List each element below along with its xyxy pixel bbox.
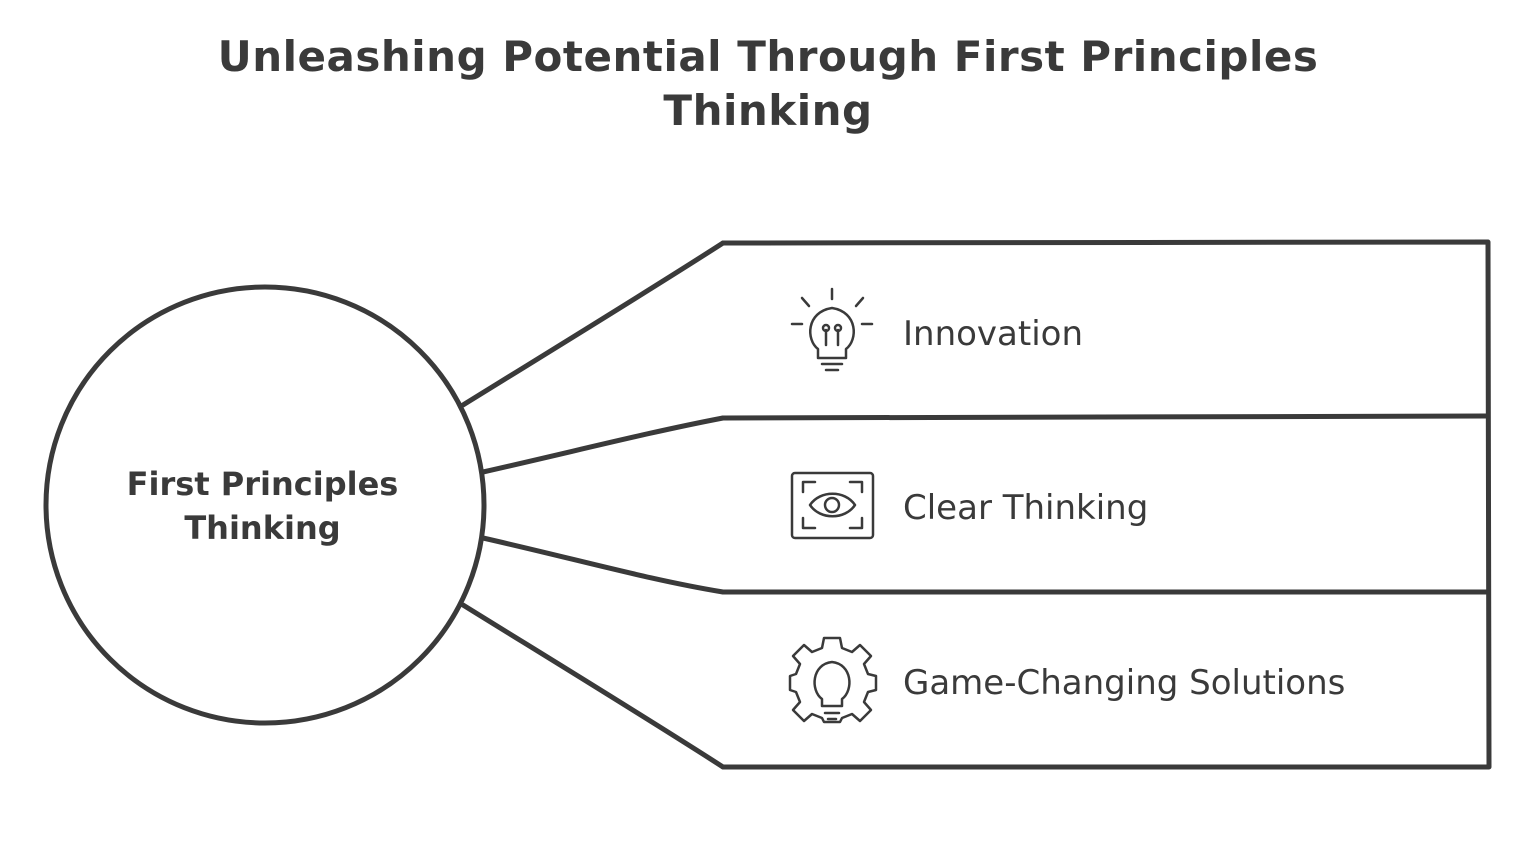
branch-outline — [720, 239, 1492, 770]
gear-bulb-icon — [788, 636, 878, 724]
connector-lower-middle — [480, 535, 726, 595]
title-line-2: Thinking — [663, 86, 873, 135]
branch-label-game-changing-solutions: Game-Changing Solutions — [903, 663, 1346, 703]
hub-label: First Principles Thinking — [90, 462, 435, 550]
hub-label-line-1: First Principles — [126, 465, 399, 503]
branch-label-innovation: Innovation — [903, 314, 1084, 354]
connector-top — [460, 240, 726, 408]
connector-upper-middle — [480, 415, 726, 475]
diagram-title: Unleashing Potential Through First Princ… — [0, 30, 1536, 138]
connector-bottom — [460, 602, 726, 770]
title-line-1: Unleashing Potential Through First Princ… — [217, 32, 1319, 81]
branch-label-clear-thinking: Clear Thinking — [903, 488, 1149, 528]
hub-circle — [43, 284, 487, 726]
lightbulb-icon — [790, 287, 874, 372]
hub-label-line-2: Thinking — [184, 509, 341, 547]
branch-divider-1 — [720, 413, 1489, 421]
eye-frame-icon — [790, 471, 875, 540]
